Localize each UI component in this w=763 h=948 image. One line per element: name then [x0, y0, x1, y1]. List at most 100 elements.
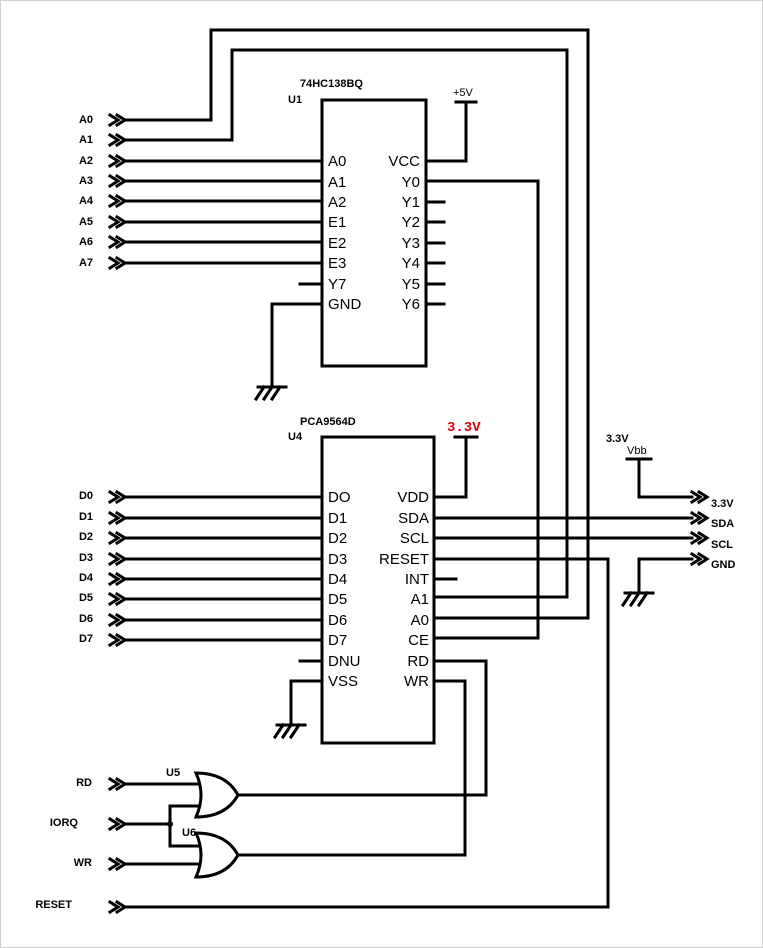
u4-vdd-wire [432, 435, 479, 499]
addr-label-a2: A2 [79, 155, 93, 167]
u4-pin-d7: D7 [328, 632, 347, 649]
control-input-arrows [107, 776, 128, 915]
u1-pin-y2: Y2 [402, 214, 420, 231]
u4-pin-reset: RESET [379, 551, 429, 568]
u4-part: PCA9564D [300, 416, 356, 428]
a1-to-u4-a1-wire [123, 48, 569, 599]
addr-label-a7: A7 [79, 257, 93, 269]
u4-supply-label: 3.3V [447, 420, 481, 436]
u4-pin-d6: D6 [328, 612, 347, 629]
u4-pin-sda: SDA [398, 510, 429, 527]
data-label-d3: D3 [79, 552, 93, 564]
u4-vss-wire [289, 679, 324, 727]
u4-pin-a0: A0 [411, 612, 429, 629]
addr-label-a0: A0 [79, 114, 93, 126]
connector-out-3v3: 3.3V [711, 498, 734, 510]
connector-gnd-wire [637, 557, 694, 595]
ctrl-label-reset: RESET [35, 899, 72, 911]
u1-pin-y5: Y5 [402, 276, 420, 293]
u1-pin-y4: Y4 [402, 255, 420, 272]
u4-ground-symbol [272, 722, 307, 740]
u4-pin-d4: D4 [328, 571, 347, 588]
data-label-d1: D1 [79, 511, 93, 523]
u4-pin-d2: D2 [328, 530, 347, 547]
address-input-labels: A0 A1 A2 A3 A4 A5 A6 A7 [79, 114, 94, 269]
addr-label-a1: A1 [79, 134, 93, 146]
address-input-arrows [107, 112, 128, 271]
u1-gnd-wire [270, 302, 324, 389]
u1-output-stubs [298, 200, 446, 306]
iorq-junction-dot [167, 821, 173, 827]
a0-to-u4-a0-wire [123, 28, 590, 620]
u1-pin-y7: Y7 [328, 276, 346, 293]
u1-pin-y3: Y3 [402, 235, 420, 252]
rd-gate-wire [236, 659, 488, 797]
u1-ground-symbol [253, 384, 288, 402]
u1-part: 74HC138BQ [300, 78, 363, 90]
u4-chip-body [320, 435, 436, 745]
reset-wire [123, 557, 610, 909]
u1-chip-body [320, 98, 428, 368]
data-label-d4: D4 [79, 572, 94, 584]
u4-pin-rd: RD [407, 653, 429, 670]
u5-or-gate [193, 771, 240, 819]
u4-pin-vss: VSS [328, 673, 358, 690]
connector-supply-label: 3.3V [606, 433, 629, 445]
ctrl-label-iorq: IORQ [50, 817, 79, 829]
u1-ref: U1 [288, 94, 302, 106]
u1-pin-e2: E2 [328, 235, 346, 252]
u1-supply-label: +5V [453, 87, 474, 99]
u4-pin-do: DO [328, 489, 351, 506]
data-label-d2: D2 [79, 531, 93, 543]
vbb-symbol-label: Vbb [627, 445, 647, 457]
connector-out-scl: SCL [711, 539, 733, 551]
u1-pin-y6: Y6 [402, 296, 420, 313]
u4-pin-d5: D5 [328, 591, 347, 608]
data-input-labels: D0 D1 D2 D3 D4 D5 D6 D7 [79, 490, 94, 645]
u4-pin-d1: D1 [328, 510, 347, 527]
u1-pin-y1: Y1 [402, 194, 420, 211]
u4-pin-vdd: VDD [397, 489, 429, 506]
u1-pin-e1: E1 [328, 214, 346, 231]
u4-pin-a1: A1 [411, 591, 429, 608]
addr-label-a4: A4 [79, 195, 94, 207]
vbb-wire [625, 457, 694, 499]
connector-ground-symbol [620, 590, 655, 608]
u4-ref: U4 [288, 431, 303, 443]
u1-pin-gnd: GND [328, 296, 362, 313]
iorq-input-wire [123, 804, 201, 848]
u1-pin-a0: A0 [328, 153, 346, 170]
ctrl-label-rd: RD [76, 777, 92, 789]
wr-gate-wire [236, 679, 467, 857]
data-label-d5: D5 [79, 592, 93, 604]
u1-vcc-wire [424, 100, 478, 163]
u4-pin-scl: SCL [400, 530, 429, 547]
u6-ref: U6 [182, 827, 196, 839]
u1-pin-a1: A1 [328, 174, 346, 191]
u4-pin-d3: D3 [328, 551, 347, 568]
address-wires [123, 28, 590, 620]
addr-label-a5: A5 [79, 216, 93, 228]
u1-pin-y0: Y0 [402, 174, 420, 191]
y0-to-ce-wire [424, 179, 540, 640]
connector-arrows [689, 489, 710, 567]
data-label-d6: D6 [79, 613, 93, 625]
data-input-arrows [107, 489, 128, 648]
ctrl-label-wr: WR [74, 857, 92, 869]
u4-pin-ce: CE [408, 632, 429, 649]
addr-label-a3: A3 [79, 175, 93, 187]
data-label-d0: D0 [79, 490, 93, 502]
u1-pin-vcc: VCC [388, 153, 420, 170]
connector-out-gnd: GND [711, 559, 736, 571]
u1-pin-e3: E3 [328, 255, 346, 272]
u4-pin-dnu: DNU [328, 653, 361, 670]
data-label-d7: D7 [79, 633, 93, 645]
data-bus-wires [123, 495, 324, 642]
u4-pin-int: INT [405, 571, 429, 588]
addr-label-a6: A6 [79, 236, 93, 248]
u4-pin-wr: WR [404, 673, 429, 690]
u6-or-gate [193, 831, 240, 879]
u5-ref: U5 [166, 767, 180, 779]
